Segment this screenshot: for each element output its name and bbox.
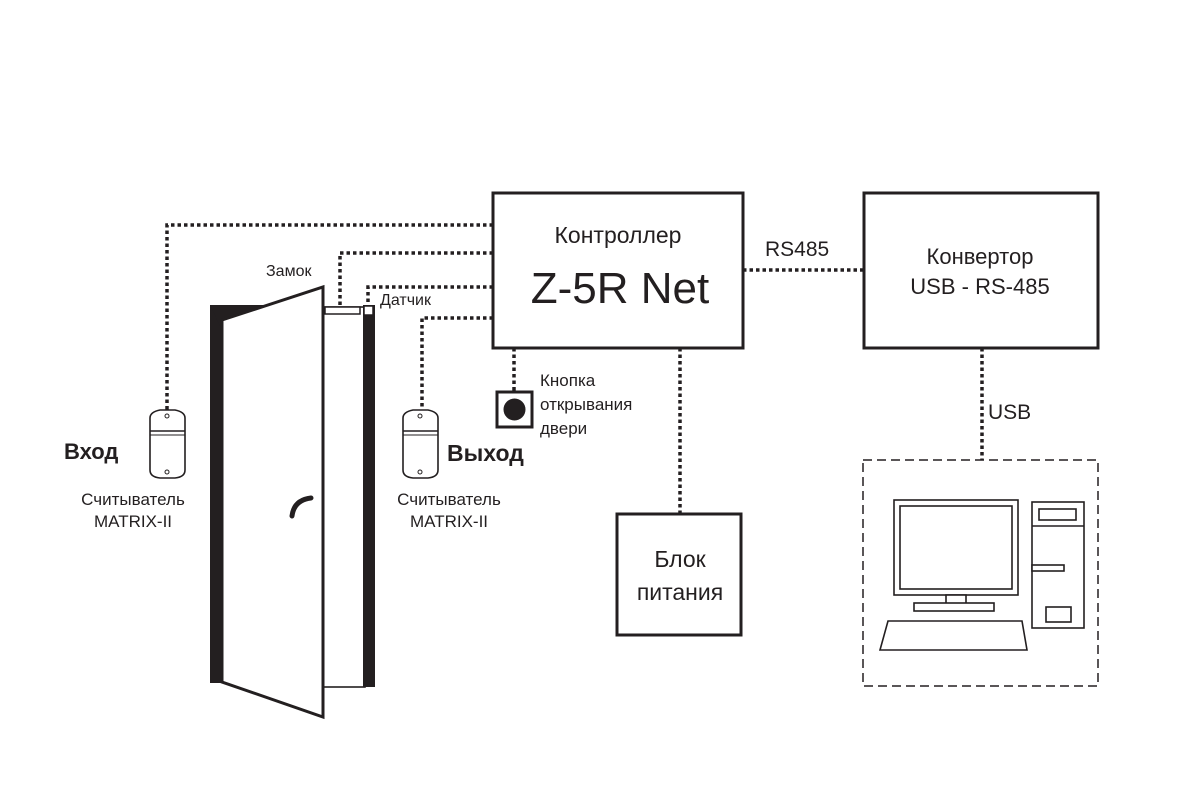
controller-model: Z-5R Net bbox=[531, 264, 709, 313]
connection-lines bbox=[165, 223, 984, 514]
exit-title: Выход bbox=[447, 440, 524, 466]
button-line3: двери bbox=[540, 419, 587, 438]
entry-reader-wire bbox=[165, 223, 493, 410]
power-line1: Блок bbox=[654, 546, 706, 572]
entry-reader-line1: Считыватель bbox=[81, 490, 185, 509]
lock-wire bbox=[338, 251, 493, 308]
exit-reader-line1: Считыватель bbox=[397, 490, 501, 509]
entry-reader-line2: MATRIX-II bbox=[94, 512, 172, 531]
button-line2: открывания bbox=[540, 395, 632, 414]
entry-title: Вход bbox=[64, 439, 118, 464]
usb-label: USB bbox=[988, 401, 1031, 424]
door-icon bbox=[210, 284, 375, 720]
power-supply-box: Блок питания bbox=[615, 512, 743, 637]
button-line1: Кнопка bbox=[540, 371, 596, 390]
controller-label: Контроллер bbox=[555, 222, 682, 248]
sensor-icon bbox=[363, 305, 374, 316]
converter-line2: USB - RS-485 bbox=[910, 274, 1049, 299]
converter-line1: Конвертор bbox=[927, 244, 1034, 269]
exit-reader-line2: MATRIX-II bbox=[410, 512, 488, 531]
lock-label: Замок bbox=[266, 263, 312, 280]
lock-icon bbox=[324, 306, 361, 315]
entry-reader-icon bbox=[149, 409, 186, 479]
computer-icon bbox=[862, 459, 1099, 687]
exit-reader-icon bbox=[402, 409, 439, 479]
exit-reader-wire bbox=[420, 316, 493, 410]
power-line2: питания bbox=[637, 579, 723, 605]
sensor-label: Датчик bbox=[380, 292, 432, 309]
sensor-wire bbox=[366, 285, 493, 305]
controller-box: Контроллер Z-5R Net bbox=[491, 191, 745, 350]
converter-box: Конвертор USB - RS-485 bbox=[862, 191, 1100, 350]
door-handle-icon bbox=[289, 495, 314, 519]
rs485-label: RS485 bbox=[765, 238, 829, 261]
door-open-button bbox=[495, 390, 534, 429]
